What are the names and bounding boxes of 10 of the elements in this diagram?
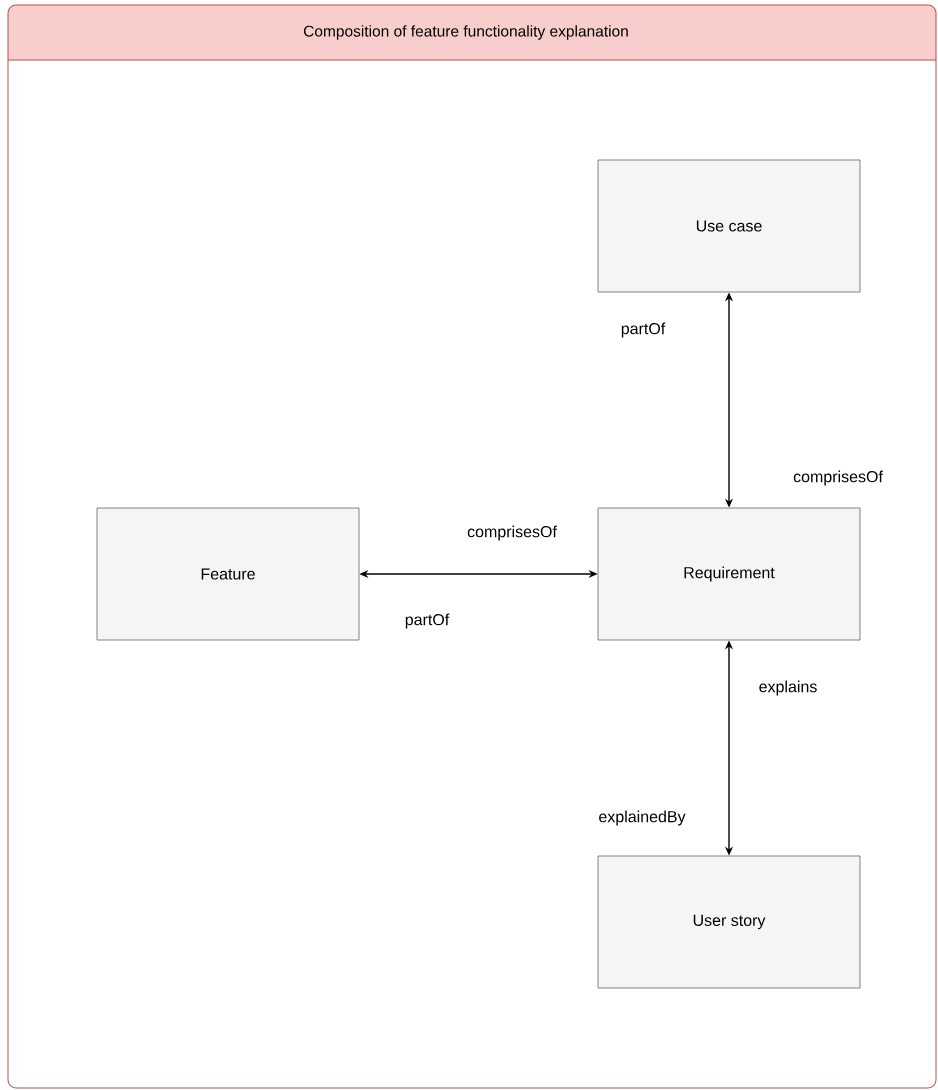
box: Feature — [96, 507, 360, 641]
box: Requirement — [597, 507, 861, 641]
edge-end-label: comprisesOf — [793, 470, 883, 486]
edge-end-label: partOf — [621, 322, 666, 338]
edge-end-label: explainedBy — [599, 810, 686, 826]
box: User story — [597, 855, 861, 989]
box: Use case — [597, 159, 861, 293]
edge-end-label: comprisesOf — [467, 525, 557, 541]
edge-end-label: explains — [759, 680, 817, 696]
edge-end-label: partOf — [405, 613, 450, 629]
